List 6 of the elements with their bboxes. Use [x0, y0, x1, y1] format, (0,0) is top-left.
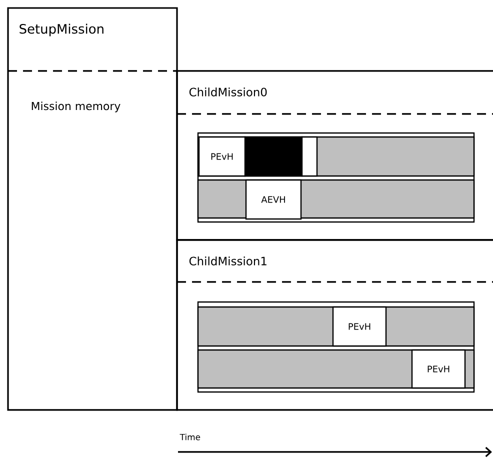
- mission-box: SetupMission Mission memory: [7, 7, 178, 411]
- event-box: AEVH: [245, 179, 302, 220]
- event-box: PEvH: [198, 136, 246, 177]
- event-box: PEvH: [411, 349, 466, 389]
- axis-label: Time: [180, 434, 200, 440]
- event-box: PEvH: [332, 306, 387, 347]
